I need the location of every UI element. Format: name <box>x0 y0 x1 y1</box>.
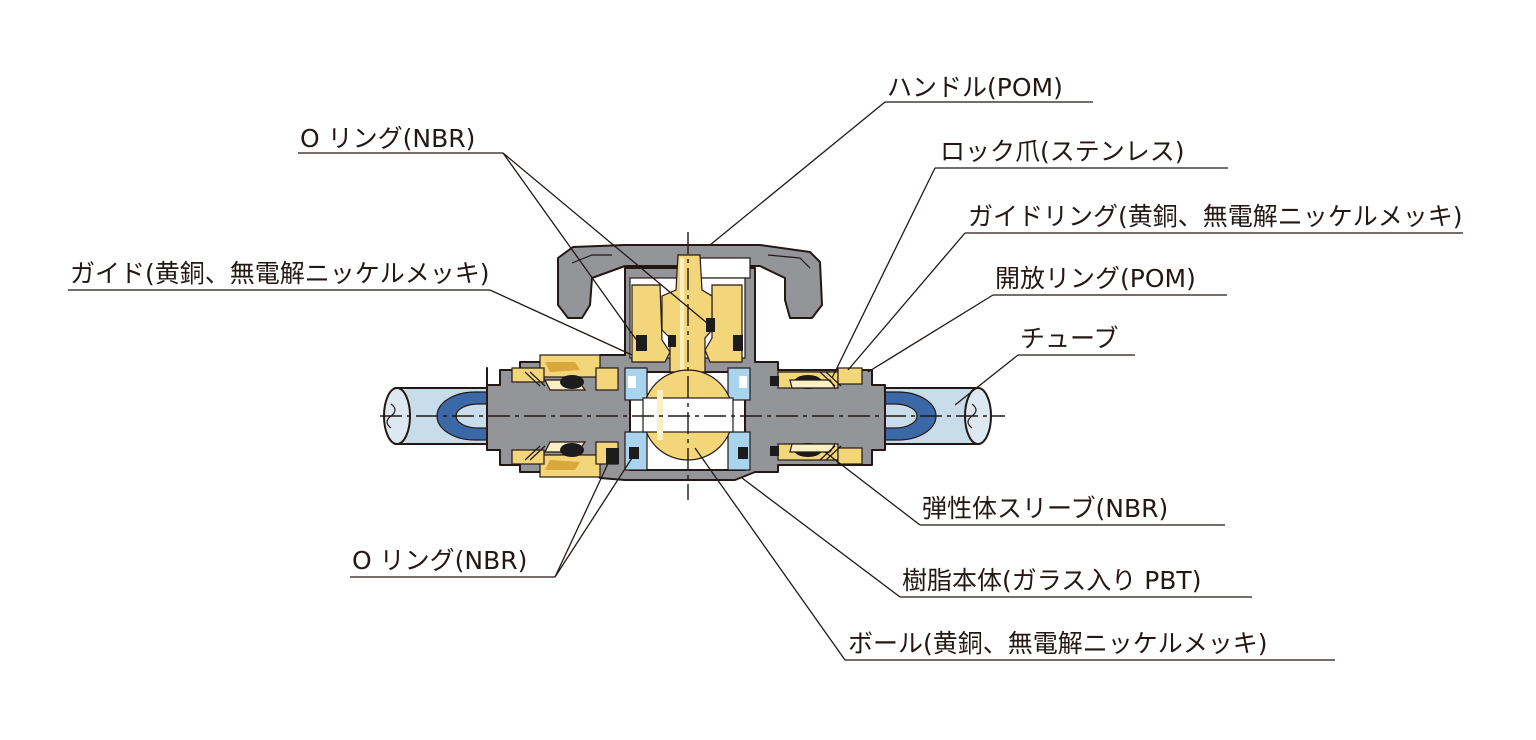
callout-resin-body: 樹脂本体(ガラス入り PBT) <box>741 477 1252 598</box>
label-elastic-sleeve: 弾性体スリーブ(NBR) <box>922 494 1168 523</box>
callout-oring-bottom: O リング(NBR) <box>350 454 633 578</box>
handle <box>557 244 823 319</box>
fitting-right <box>770 367 863 465</box>
callout-handle: ハンドル(POM) <box>709 73 1093 246</box>
label-ball: ボール(黄銅、無電解ニッケルメッキ) <box>848 629 1268 658</box>
label-lock-claw: ロック爪(ステンレス) <box>940 137 1185 166</box>
valve-drawing <box>380 232 1005 500</box>
label-release-ring: 開放リング(POM) <box>995 264 1196 293</box>
callout-guide: ガイド(黄銅、無電解ニッケルメッキ) <box>68 259 633 356</box>
callout-lock-claw: ロック爪(ステンレス) <box>831 137 1228 379</box>
label-guide: ガイド(黄銅、無電解ニッケルメッキ) <box>70 259 490 288</box>
callout-elastic-sleeve: 弾性体スリーブ(NBR) <box>824 451 1225 526</box>
label-guide-ring: ガイドリング(黄銅、無電解ニッケルメッキ) <box>968 202 1463 231</box>
label-oring-bottom: O リング(NBR) <box>352 546 527 575</box>
callout-oring-top: O リング(NBR) <box>298 124 714 343</box>
callout-guide-ring: ガイドリング(黄銅、無電解ニッケルメッキ) <box>847 202 1463 371</box>
callout-ball: ボール(黄銅、無電解ニッケルメッキ) <box>694 447 1335 661</box>
label-handle: ハンドル(POM) <box>887 73 1063 102</box>
label-oring-top: O リング(NBR) <box>300 124 475 153</box>
label-resin-body: 樹脂本体(ガラス入り PBT) <box>902 566 1201 595</box>
fitting-left <box>511 354 619 478</box>
label-tube: チューブ <box>1020 324 1119 353</box>
callout-tube: チューブ <box>954 324 1135 406</box>
callout-release-ring: 開放リング(POM) <box>867 264 1227 373</box>
